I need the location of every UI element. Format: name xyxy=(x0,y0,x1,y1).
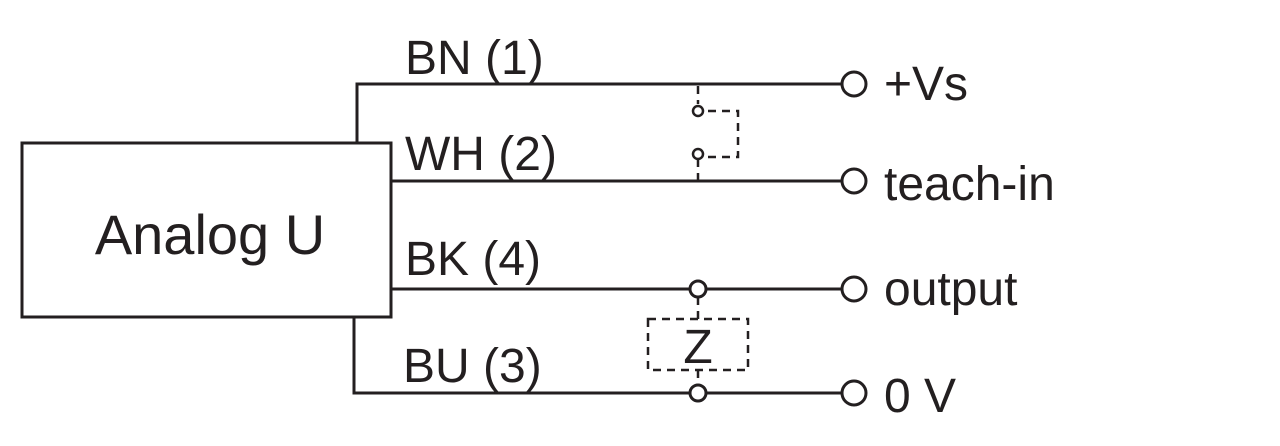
load-node-top xyxy=(688,279,708,299)
device-box: Analog U xyxy=(20,141,393,319)
device-label: Analog U xyxy=(95,203,325,266)
wire-bu-code: BU (3) xyxy=(403,340,542,393)
wire-bu-line xyxy=(352,317,842,395)
terminal-output-label: output xyxy=(884,263,1017,316)
load-z-label: Z xyxy=(683,321,712,374)
terminal-vs-circle xyxy=(840,70,868,98)
wire-wh: WH (2) teach-in xyxy=(391,128,1055,211)
wire-bn: BN (1) +Vs xyxy=(355,32,968,143)
terminal-0v-label: 0 V xyxy=(884,370,956,423)
wire-bu: BU (3) 0 V xyxy=(352,317,956,423)
load-z: Z xyxy=(646,279,750,403)
device-box-outline xyxy=(20,141,393,319)
teach-in-switch xyxy=(691,86,740,180)
terminal-vs-label: +Vs xyxy=(884,58,968,111)
wire-bn-line xyxy=(355,82,842,143)
wire-wh-code: WH (2) xyxy=(405,128,557,181)
wire-bk: BK (4) output xyxy=(391,233,1017,316)
terminal-output-circle xyxy=(840,275,868,303)
switch-dash-bracket xyxy=(708,109,740,159)
wire-bn-code: BN (1) xyxy=(405,32,544,85)
wire-bk-code: BK (4) xyxy=(405,233,541,286)
switch-contact-bottom xyxy=(691,147,705,161)
terminal-teach-in-label: teach-in xyxy=(884,158,1055,211)
switch-contact-top xyxy=(691,104,705,118)
load-node-bottom xyxy=(688,383,708,403)
terminal-0v-circle xyxy=(840,379,868,407)
terminal-teach-in-circle xyxy=(840,167,868,195)
